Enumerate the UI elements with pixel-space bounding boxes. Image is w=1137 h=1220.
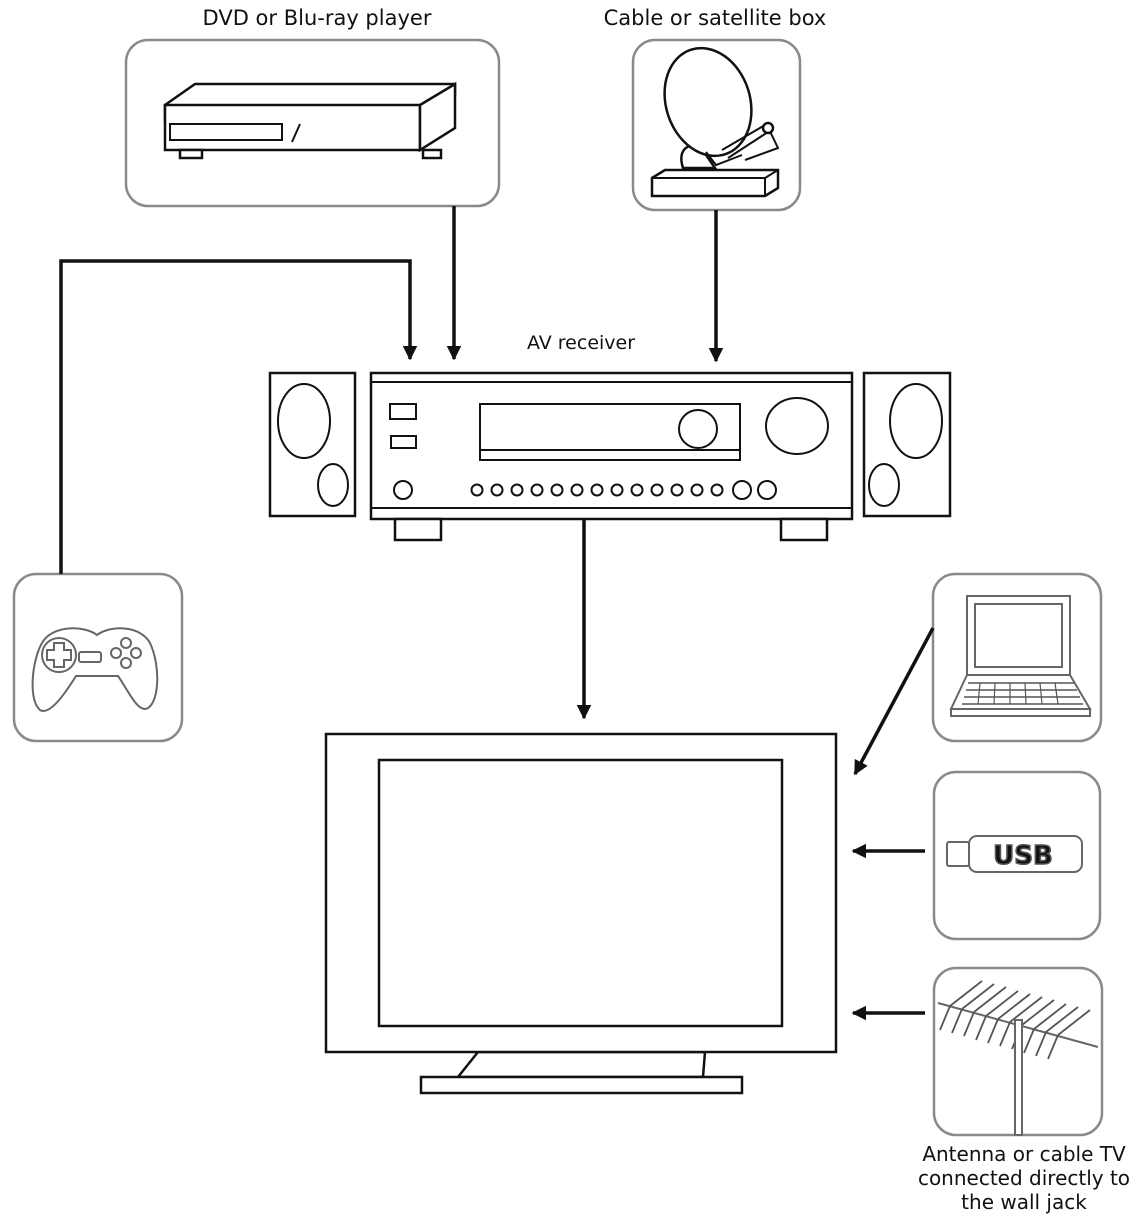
receiver-buttons	[470, 483, 724, 497]
gamepad-icon	[31, 627, 159, 712]
av-receiver-node	[268, 371, 952, 542]
game-controller-node	[12, 572, 184, 743]
antenna-icon	[937, 980, 1099, 1136]
tv-node	[324, 732, 838, 1095]
av-receiver-label: AV receiver	[527, 332, 635, 354]
usb-drive-text: USB	[993, 841, 1053, 871]
right-speaker-icon	[862, 371, 952, 518]
satellite-dish-icon	[650, 46, 780, 198]
laptop-icon	[949, 595, 1092, 717]
usb-node: USB	[932, 770, 1102, 941]
edge-controller-to-receiver	[59, 259, 418, 574]
antenna-node	[932, 966, 1104, 1137]
cable-box-label: Cable or satellite box	[604, 6, 827, 30]
dvd-player-node	[124, 38, 501, 208]
dvd-label: DVD or Blu-ray player	[203, 6, 432, 30]
connections	[59, 206, 935, 1021]
left-speaker-icon	[268, 371, 357, 518]
antenna-label-line2: connected directly to	[918, 1166, 1130, 1190]
edge-laptop-to-tv	[853, 627, 935, 776]
antenna-label-line1: Antenna or cable TV	[922, 1142, 1126, 1166]
laptop-node	[931, 572, 1103, 743]
antenna-label-line3: the wall jack	[961, 1190, 1087, 1214]
usb-drive-icon: USB	[946, 835, 1083, 873]
tv-icon	[324, 732, 838, 1095]
cable-box-node	[631, 38, 802, 212]
dvd-player-icon	[163, 81, 457, 160]
receiver-unit-icon	[369, 371, 854, 542]
